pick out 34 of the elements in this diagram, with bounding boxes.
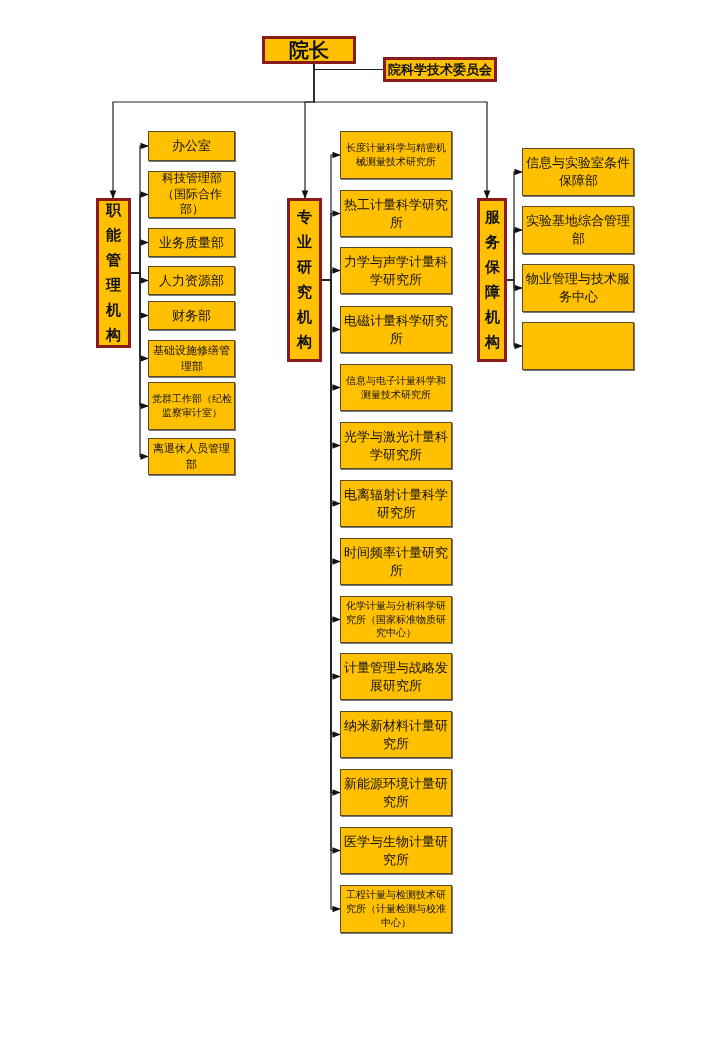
- title-box: 院长: [262, 36, 356, 64]
- arrow: [130, 272, 149, 460]
- department-box: 热工计量科学研究所: [340, 190, 452, 237]
- department-box: 实验基地综合管理部: [522, 206, 634, 254]
- department-box: 计量管理与战略发展研究所: [340, 653, 452, 700]
- group-box: 职能管理机构: [96, 198, 131, 348]
- department-box: 光学与激光计量科学研究所: [340, 422, 452, 469]
- department-box: 业务质量部: [148, 228, 235, 257]
- department-box: 新能源环境计量研究所: [340, 769, 452, 816]
- department-box: 化学计量与分析科学研究所（国家标准物质研究中心）: [340, 596, 452, 643]
- department-box: 办公室: [148, 131, 235, 161]
- title-box: 院科学技术委员会: [383, 57, 497, 82]
- group-box: 专业研究机构: [287, 198, 322, 362]
- department-box: 信息与实验室条件保障部: [522, 148, 634, 196]
- department-box: 基础设施修缮管理部: [148, 340, 235, 377]
- department-box: 物业管理与技术服务中心: [522, 264, 634, 312]
- department-box: 离退休人员管理部: [148, 438, 235, 475]
- arrow: [506, 279, 523, 350]
- department-box: 科技管理部（国际合作部）: [148, 171, 235, 218]
- department-box: 医学与生物计量研究所: [340, 827, 452, 874]
- department-box: 人力资源部: [148, 266, 235, 295]
- department-box: 力学与声学计量科学研究所: [340, 247, 452, 294]
- group-box: 服务保障机构: [477, 198, 507, 362]
- department-box: 财务部: [148, 301, 235, 330]
- department-box: [522, 322, 634, 370]
- department-box: 电磁计量科学研究所: [340, 306, 452, 353]
- department-box: 信息与电子计量科学和测量技术研究所: [340, 364, 452, 411]
- department-box: 工程计量与检测技术研究所（计量检测与校准中心）: [340, 885, 452, 933]
- department-box: 时间频率计量研究所: [340, 538, 452, 585]
- arrow: [313, 63, 491, 199]
- department-box: 纳米新材料计量研究所: [340, 711, 452, 758]
- department-box: 党群工作部（纪检监察审计室）: [148, 382, 235, 430]
- department-box: 长度计量科学与精密机械测量技术研究所: [340, 131, 452, 179]
- department-box: 电离辐射计量科学研究所: [340, 480, 452, 527]
